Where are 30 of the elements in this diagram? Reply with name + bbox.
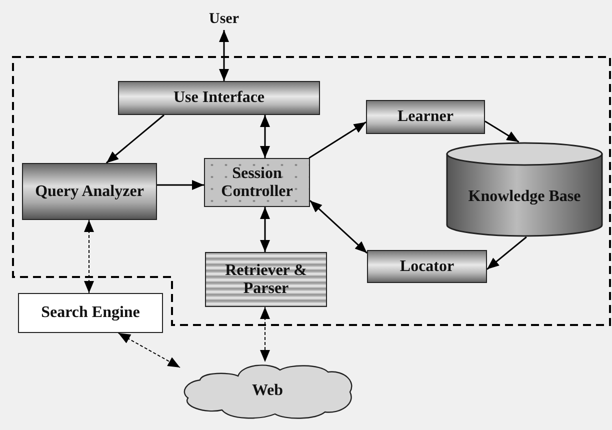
database-cylinder <box>446 142 603 237</box>
process-box <box>22 163 157 220</box>
process-box <box>18 293 163 333</box>
node-label: Query Analyzer <box>35 182 144 200</box>
process-box <box>366 100 485 134</box>
arrow <box>84 220 94 294</box>
node-label: Retriever & Parser <box>224 262 308 298</box>
process-box <box>204 158 310 207</box>
arrow <box>260 306 270 362</box>
node-label: Locator <box>400 258 454 276</box>
node-label: Web <box>252 382 284 400</box>
arrow <box>308 121 366 159</box>
node-label: Knowledge Base <box>468 188 581 206</box>
arrow <box>118 332 180 368</box>
arrow <box>260 115 270 158</box>
process-box <box>367 250 487 283</box>
arrow <box>219 30 229 81</box>
process-box <box>205 252 327 307</box>
node-label: User <box>209 10 239 28</box>
arrow <box>310 200 368 254</box>
arrow <box>260 207 270 252</box>
arrow <box>157 180 204 190</box>
node-label: Session Controller <box>220 164 294 200</box>
arrow <box>486 236 527 270</box>
node-label: Search Engine <box>41 304 140 322</box>
process-box <box>118 81 320 115</box>
arrow <box>106 114 164 164</box>
arrow <box>484 120 520 143</box>
node-label: Use Interface <box>173 89 265 107</box>
node-label: Learner <box>398 108 454 126</box>
